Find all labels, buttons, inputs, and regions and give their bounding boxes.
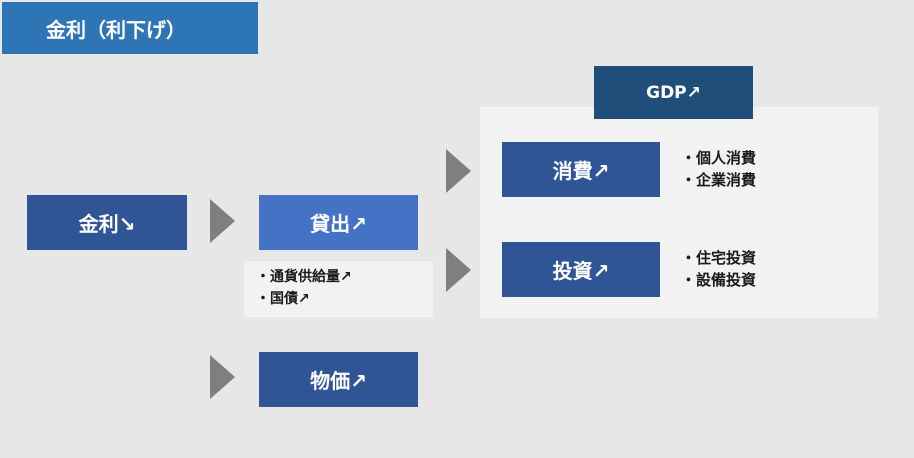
list-item: ・国債↗ [256,291,310,307]
arrow-right-icon [210,355,235,399]
arrow-right-icon [446,149,471,193]
list-item: ・企業消費 [681,171,757,189]
price-node: 物価↗ [259,352,418,407]
list-item: ・個人消費 [681,149,757,167]
rate-node: 金利↘ [27,195,187,250]
page-title: 金利（利下げ） [2,2,258,54]
consumption-items: ・個人消費 ・企業消費 [681,147,756,191]
consumption-node: 消費↗ [502,142,660,197]
lending-notes: ・通貨供給量↗ ・国債↗ [256,266,352,310]
arrow-right-icon [446,248,471,292]
lending-node: 貸出↗ [259,195,418,250]
arrow-right-icon [210,199,235,243]
gdp-node: GDP↗ [594,66,753,119]
list-item: ・住宅投資 [681,249,757,267]
investment-node: 投資↗ [502,242,660,297]
investment-items: ・住宅投資 ・設備投資 [681,247,756,291]
list-item: ・設備投資 [681,271,757,289]
list-item: ・通貨供給量↗ [256,269,352,285]
lending-notes-panel [244,261,433,317]
